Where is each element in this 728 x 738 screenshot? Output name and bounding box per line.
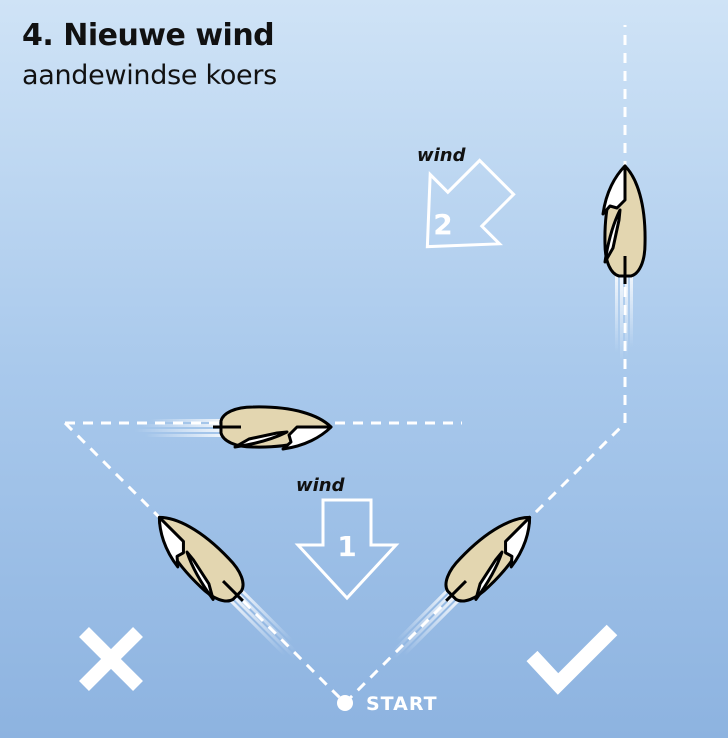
course-lines — [63, 25, 627, 705]
wind-arrow-2: wind 2 — [391, 141, 533, 283]
page-subtitle: aandewindse koers — [22, 60, 277, 91]
start-dot — [337, 695, 353, 711]
wind-number-1: 1 — [337, 530, 356, 563]
wind-number-2: 2 — [433, 208, 452, 241]
boat-horizontal — [133, 405, 333, 451]
check-icon — [526, 624, 618, 695]
wind-label-2: wind — [417, 145, 467, 166]
wind-label-1: wind — [296, 475, 346, 496]
page-title: 4. Nieuwe wind — [22, 18, 275, 53]
start-label: START — [366, 693, 438, 715]
right-tack-line — [343, 25, 627, 705]
left-tack-line — [63, 421, 347, 705]
cross-icon — [79, 627, 143, 691]
wind-arrow-1: wind 1 — [296, 475, 398, 600]
